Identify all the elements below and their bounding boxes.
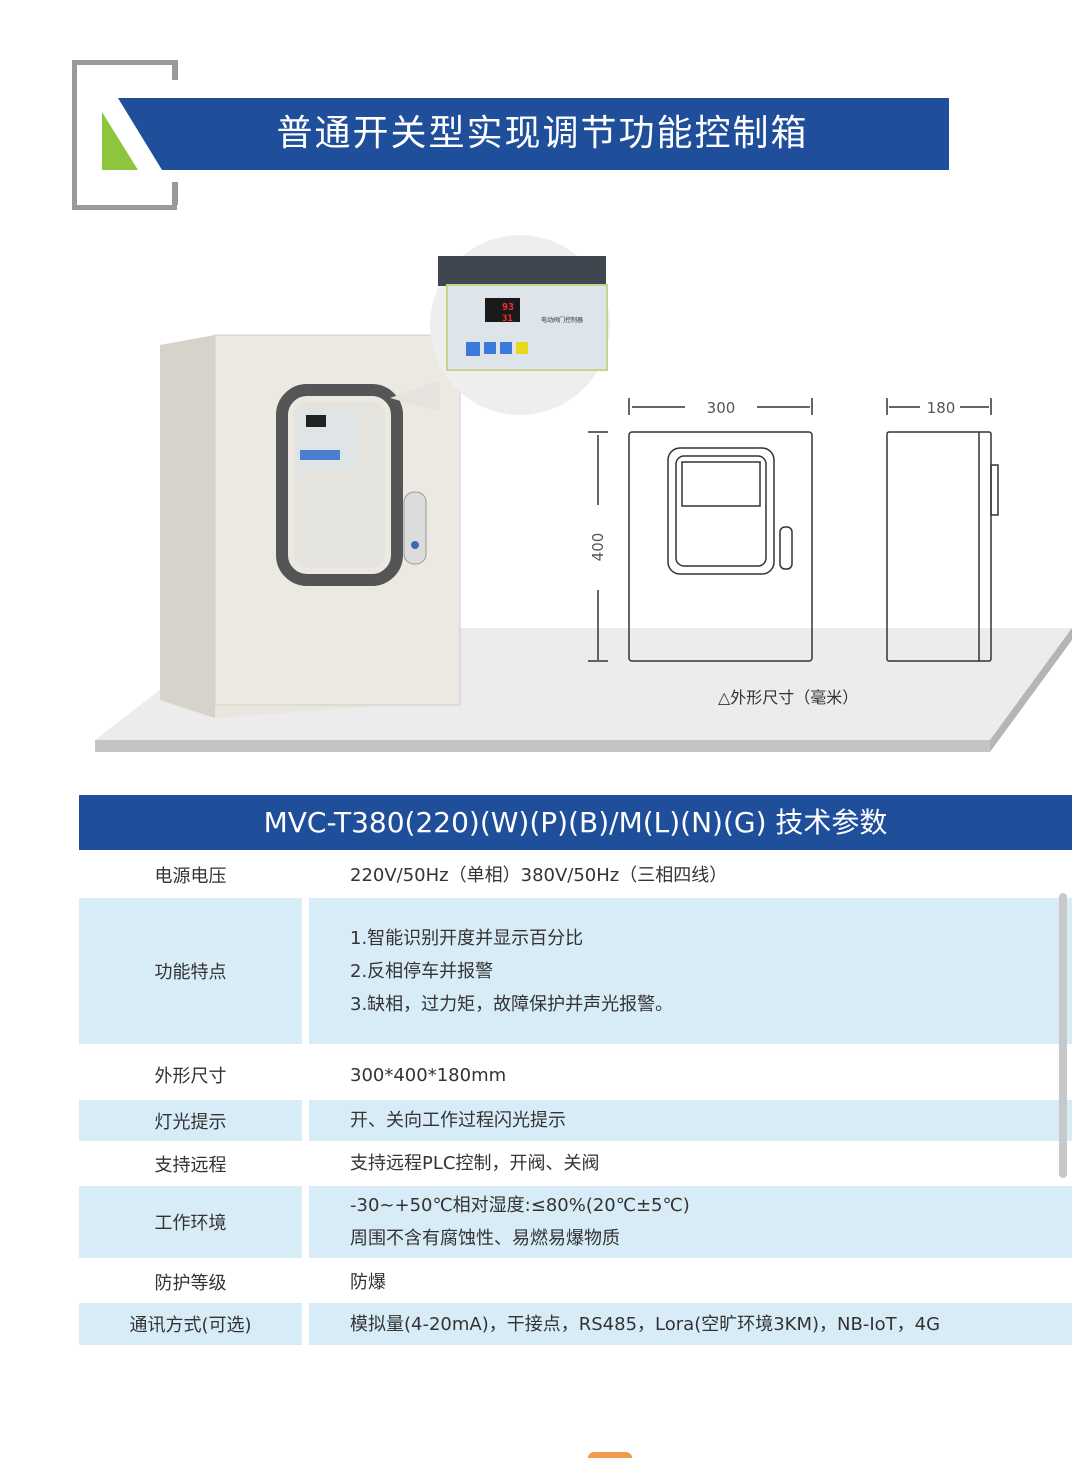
dimension-depth: 180 bbox=[927, 399, 956, 417]
param-label: 防护等级 bbox=[154, 1273, 227, 1294]
decorative-bracket bbox=[172, 60, 178, 80]
decorative-bracket bbox=[172, 182, 178, 205]
param-value: 1.智能识别开度并显示百分比 2.反相停车并报警 3.缺相，过力矩，故障保护并声光报… bbox=[309, 898, 1072, 1044]
param-row: 工作环境 -30~+50℃相对湿度:≤80%(20℃±5℃) 周围不含有腐蚀性、易燃… bbox=[79, 1186, 1072, 1258]
param-value-line: 1.智能识别开度并显示百分比 bbox=[350, 927, 584, 949]
param-value: 模拟量(4-20mA)，干接点，RS485，Lora(空旷环境3KM)，NB-I… bbox=[309, 1303, 1072, 1345]
display-value-2: 31 bbox=[502, 314, 513, 324]
param-row: 支持远程 支持远程PLC控制，开阀、关阀 bbox=[79, 1143, 1072, 1184]
param-value-line: 防爆 bbox=[350, 1271, 386, 1293]
param-value: 支持远程PLC控制，开阀、关阀 bbox=[309, 1143, 1072, 1184]
title-banner bbox=[106, 98, 949, 170]
param-row: 防护等级 防爆 bbox=[79, 1262, 1072, 1302]
param-value-line: 220V/50Hz（单相）380V/50Hz（三相四线） bbox=[350, 864, 728, 886]
product-scene: 93 31 电动阀门控制器 300 180 400 bbox=[95, 235, 1072, 752]
param-value: 防爆 bbox=[309, 1262, 1072, 1302]
param-label: 外形尺寸 bbox=[154, 1066, 227, 1087]
dimension-drawing bbox=[588, 398, 999, 662]
decorative-bracket bbox=[72, 60, 177, 210]
param-row: 功能特点 1.智能识别开度并显示百分比 2.反相停车并报警 3.缺相，过力矩，故障保护… bbox=[79, 898, 1072, 1044]
scrollbar[interactable] bbox=[1059, 893, 1067, 1178]
dimension-width: 300 bbox=[707, 399, 736, 417]
param-value-line: 支持远程PLC控制，开阀、关阀 bbox=[350, 1153, 600, 1174]
page-title: 普通开关型实现调节功能控制箱 bbox=[276, 113, 809, 154]
green-triangle-icon bbox=[98, 98, 162, 170]
panel-closeup bbox=[390, 235, 610, 415]
page-indicator bbox=[588, 1452, 632, 1458]
param-value: 220V/50Hz（单相）380V/50Hz（三相四线） bbox=[309, 855, 1072, 895]
param-row: 灯光提示 开、关向工作过程闪光提示 bbox=[79, 1100, 1072, 1141]
dimension-caption: △外形尺寸（毫米） bbox=[718, 688, 859, 707]
params-header: MVC-T380(220)(W)(P)(B)/M(L)(N)(G) 技术参数 bbox=[79, 795, 1072, 850]
param-value: 300*400*180mm bbox=[309, 1050, 1072, 1100]
param-value: 开、关向工作过程闪光提示 bbox=[309, 1100, 1072, 1141]
dimension-height: 400 bbox=[589, 533, 607, 562]
param-value-line: 300*400*180mm bbox=[350, 1064, 507, 1086]
param-value-line: -30~+50℃相对湿度:≤80%(20℃±5℃) bbox=[350, 1195, 690, 1216]
floor-edge bbox=[95, 740, 990, 752]
param-value-line: 3.缺相，过力矩，故障保护并声光报警。 bbox=[350, 993, 674, 1015]
param-row: 电源电压 220V/50Hz（单相）380V/50Hz（三相四线） bbox=[79, 855, 1072, 895]
param-label: 功能特点 bbox=[79, 898, 302, 1044]
param-value-line: 周围不含有腐蚀性、易燃易爆物质 bbox=[350, 1228, 620, 1249]
param-label: 灯光提示 bbox=[79, 1100, 302, 1141]
param-value-line: 模拟量(4-20mA)，干接点，RS485，Lora(空旷环境3KM)，NB-I… bbox=[350, 1313, 941, 1335]
display-value-1: 93 bbox=[502, 302, 514, 313]
param-value-line: 开、关向工作过程闪光提示 bbox=[350, 1110, 566, 1131]
cabinet-photo bbox=[160, 334, 461, 718]
panel-label: 电动阀门控制器 bbox=[541, 316, 583, 324]
param-value: -30~+50℃相对湿度:≤80%(20℃±5℃) 周围不含有腐蚀性、易燃易爆物质 bbox=[309, 1186, 1072, 1258]
param-row: 通讯方式(可选) 模拟量(4-20mA)，干接点，RS485，Lora(空旷环境3… bbox=[79, 1303, 1072, 1345]
param-label: 通讯方式(可选) bbox=[79, 1303, 302, 1345]
param-label: 工作环境 bbox=[79, 1186, 302, 1258]
param-label: 支持远程 bbox=[154, 1154, 227, 1176]
param-value-line: 2.反相停车并报警 bbox=[350, 960, 494, 982]
param-label: 电源电压 bbox=[154, 866, 227, 887]
param-row: 外形尺寸 300*400*180mm bbox=[79, 1050, 1072, 1100]
